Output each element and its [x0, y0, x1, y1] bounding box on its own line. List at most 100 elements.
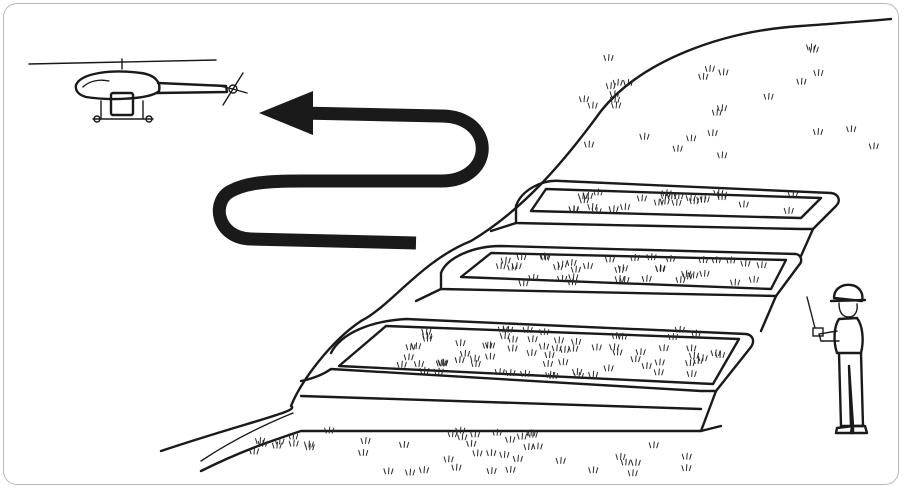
grass-tuft	[698, 72, 709, 80]
grass-tuft	[518, 279, 529, 287]
grass-tuft	[593, 188, 604, 196]
grass-tuft	[460, 349, 471, 357]
grass-tuft	[485, 352, 496, 360]
grass-tuft	[567, 278, 578, 286]
grass-tuft	[583, 191, 594, 199]
grass-tuft	[619, 276, 630, 284]
grass-tuft	[671, 198, 682, 206]
grass-tuft	[532, 442, 543, 450]
grass-tuft	[548, 372, 559, 380]
grass-tuft	[437, 358, 448, 366]
grass-tuft	[718, 68, 729, 76]
grass-tuft	[517, 432, 528, 440]
grass-tuft	[584, 140, 595, 148]
grass-tuft	[557, 274, 568, 282]
grass-tuft	[658, 344, 669, 352]
grass-tuft	[324, 426, 335, 434]
grass-tuft	[604, 255, 615, 263]
grass-tuft	[639, 132, 650, 140]
grass-tuft	[522, 326, 533, 334]
grass-tuft	[659, 197, 670, 205]
grass-tuft	[526, 348, 537, 356]
grass-tuft	[555, 456, 566, 464]
terraced-field-icon	[299, 179, 840, 433]
grass-tuft	[608, 205, 619, 213]
grass-tuft	[539, 252, 550, 260]
grass-tuft	[681, 464, 692, 472]
grass-tuft	[466, 439, 477, 447]
grass-tuft	[611, 101, 622, 109]
grass-tuft	[411, 342, 422, 350]
grass-tuft	[520, 369, 531, 377]
grass-tuft	[738, 200, 749, 208]
grass-tuft	[583, 262, 593, 270]
grass-tuft	[685, 359, 696, 367]
grass-tuft	[623, 78, 634, 86]
grass-tuft	[507, 344, 518, 352]
grass-tuft	[492, 428, 503, 436]
grass-tuft	[661, 189, 672, 197]
grass-tuft	[609, 95, 620, 103]
grass-tuft	[691, 329, 702, 337]
grass-tuft	[591, 207, 602, 215]
grass-tuft	[620, 458, 631, 466]
grass-tuft	[419, 366, 430, 374]
grass-tuft	[568, 206, 579, 214]
grass-tuft	[396, 360, 407, 368]
grass-tuft	[611, 331, 622, 339]
grass-tufts	[249, 43, 879, 477]
grass-tuft	[686, 370, 697, 378]
grass-tuft	[711, 108, 722, 116]
grass-tuft	[511, 262, 522, 270]
grass-tuft	[413, 360, 424, 368]
grass-tuft	[472, 449, 483, 457]
grass-tuft	[617, 332, 628, 340]
grass-tuft	[303, 440, 314, 448]
grass-tuft	[557, 260, 568, 268]
grass-tuft	[505, 369, 516, 377]
grass-tuft	[612, 78, 623, 86]
grass-tuft	[704, 64, 715, 72]
grass-tuft	[527, 335, 538, 343]
grass-tuft	[654, 358, 665, 366]
grass-tuft	[609, 343, 620, 351]
grass-tuft	[573, 372, 584, 380]
grass-tuft	[454, 356, 465, 364]
grass-tuft	[612, 348, 623, 356]
grass-tuft	[500, 256, 511, 264]
grass-tuft	[494, 368, 505, 376]
grass-tuft	[451, 463, 462, 471]
terrace-spraying-illustration	[28, 17, 893, 477]
grass-tuft	[455, 339, 466, 347]
grass-tuft	[405, 343, 416, 351]
grass-tuft	[568, 273, 579, 281]
grass-tuft	[756, 261, 767, 269]
grass-tuft	[588, 466, 599, 474]
grass-tuft	[615, 452, 626, 460]
grass-tuft	[588, 370, 599, 378]
grass-tuft	[516, 253, 527, 261]
grass-tuft	[470, 430, 481, 438]
grass-tuft	[685, 194, 696, 202]
grass-tuft	[740, 259, 751, 267]
grass-tuft	[587, 202, 598, 210]
grass-tuft	[507, 335, 518, 343]
grass-tuft	[579, 95, 590, 103]
grass-tuft	[620, 203, 631, 211]
grass-tuft	[422, 334, 433, 342]
grass-tuft	[486, 467, 497, 475]
grass-tuft	[255, 437, 266, 445]
helicopter-icon	[28, 58, 248, 123]
grass-tuft	[486, 449, 497, 457]
grass-tuft	[609, 90, 620, 98]
grass-tuft	[503, 325, 514, 333]
grass-tuft	[383, 467, 394, 475]
grass-tuft	[627, 469, 638, 477]
grass-tuft	[457, 433, 468, 441]
grass-tuft	[655, 265, 666, 273]
grass-tuft	[629, 253, 640, 261]
grass-tuft	[274, 437, 285, 445]
grass-tuft	[485, 341, 496, 349]
grass-tuft	[630, 458, 641, 466]
grass-tuft	[716, 193, 727, 201]
